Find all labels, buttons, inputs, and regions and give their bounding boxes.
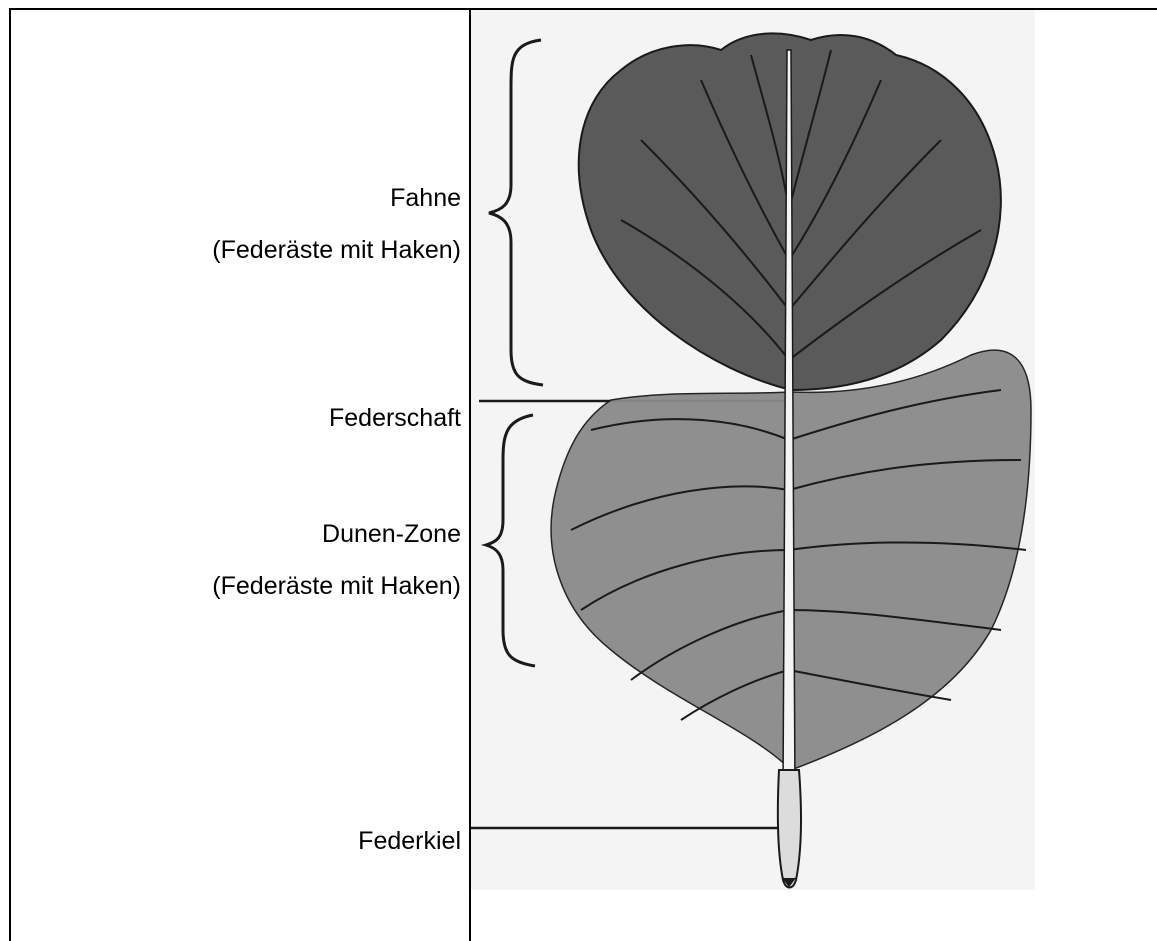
label-dunen-zone: Dunen-Zone [322,519,461,549]
feather-illustration [471,10,1157,941]
label-fahne: Fahne [390,183,461,213]
label-federschaft: Federschaft [329,403,461,433]
feather-quill [778,770,801,888]
label-federkiel: Federkiel [358,826,461,856]
label-dunen-sub: (Federäste mit Haken) [212,571,461,601]
frame-left-border [9,8,11,941]
label-fahne-sub: (Federäste mit Haken) [212,235,461,265]
